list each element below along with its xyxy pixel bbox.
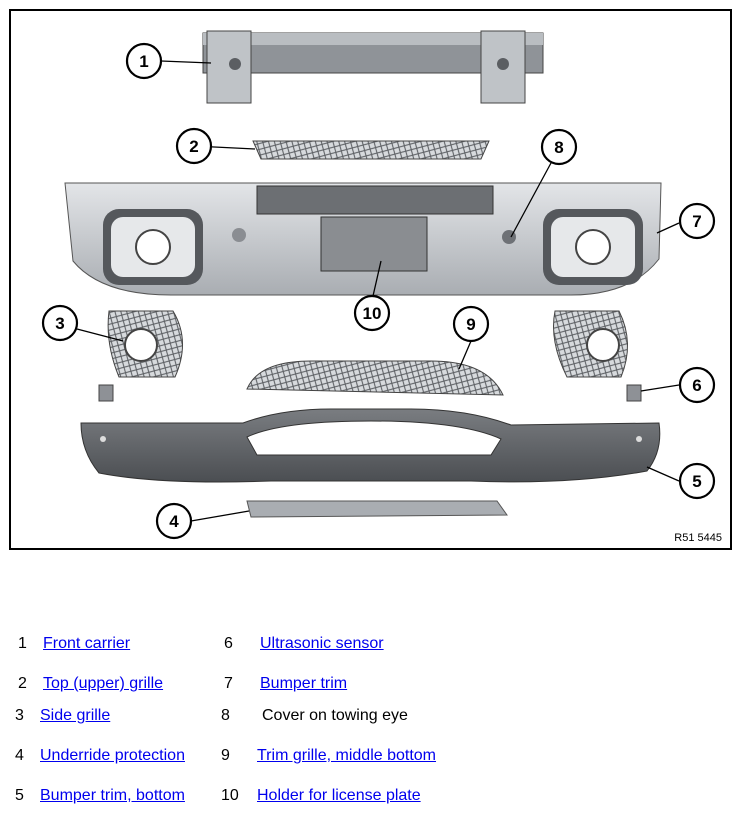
legend-number: 6 xyxy=(224,635,233,652)
legend-link-side-grille[interactable]: Side grille xyxy=(40,707,111,724)
legend-number: 2 xyxy=(18,675,27,692)
legend-number: 7 xyxy=(224,675,233,692)
legend-number: 10 xyxy=(221,787,239,804)
svg-text:10: 10 xyxy=(363,304,382,323)
callout-6: 6 xyxy=(678,366,716,404)
callout-3: 3 xyxy=(41,304,79,342)
legend-number: 4 xyxy=(15,747,24,764)
figure-reference: R51 5445 xyxy=(674,532,722,544)
svg-text:7: 7 xyxy=(692,212,701,231)
callout-2: 2 xyxy=(175,127,213,165)
legend-link-ultrasonic-sensor[interactable]: Ultrasonic sensor xyxy=(260,635,384,652)
exploded-parts-diagram: 1 2 3 4 5 6 7 8 9 10 R51 5445 xyxy=(9,9,732,550)
bottom-bumper-trim-part xyxy=(80,408,661,483)
svg-text:4: 4 xyxy=(169,512,179,531)
legend-link-trim-grille-middle-bottom[interactable]: Trim grille, middle bottom xyxy=(257,747,437,764)
legend-number: 1 xyxy=(18,635,27,652)
legend-number: 3 xyxy=(15,707,24,724)
svg-text:3: 3 xyxy=(55,314,64,333)
callout-1: 1 xyxy=(125,42,163,80)
legend-link-license-plate-holder[interactable]: Holder for license plate xyxy=(257,787,421,804)
callout-10: 10 xyxy=(353,294,391,332)
license-plate-holder-part xyxy=(320,216,428,272)
legend-number: 9 xyxy=(221,747,230,764)
legend-link-top-grille[interactable]: Top (upper) grille xyxy=(43,675,164,692)
legend-link-bumper-trim[interactable]: Bumper trim xyxy=(260,675,348,692)
legend-link-front-carrier[interactable]: Front carrier xyxy=(43,635,131,652)
legend-link-underride-protection[interactable]: Underride protection xyxy=(40,747,185,764)
underride-protection-part xyxy=(246,500,508,518)
callout-7: 7 xyxy=(678,202,716,240)
middle-bottom-grille-part xyxy=(246,360,504,396)
parts-illustration: 1 2 3 4 5 6 7 8 9 10 xyxy=(41,30,716,540)
bumper-trim-part xyxy=(64,182,662,296)
callout-4: 4 xyxy=(155,502,193,540)
legend-link-bumper-trim-bottom[interactable]: Bumper trim, bottom xyxy=(40,787,185,804)
front-carrier-part xyxy=(202,30,544,104)
ultrasonic-sensor-parts xyxy=(98,384,642,402)
svg-text:6: 6 xyxy=(692,376,701,395)
svg-text:5: 5 xyxy=(692,472,701,491)
svg-text:2: 2 xyxy=(189,137,198,156)
side-grille-parts xyxy=(107,310,629,378)
legend-label-towing-eye-cover: Cover on towing eye xyxy=(262,707,408,724)
top-grille-part xyxy=(252,140,490,160)
svg-text:1: 1 xyxy=(139,52,148,71)
svg-text:8: 8 xyxy=(554,138,563,157)
legend-number: 5 xyxy=(15,787,24,804)
legend-number: 8 xyxy=(221,707,230,724)
callout-8: 8 xyxy=(540,128,578,166)
svg-text:9: 9 xyxy=(466,315,475,334)
callout-9: 9 xyxy=(452,305,490,343)
callout-5: 5 xyxy=(678,462,716,500)
